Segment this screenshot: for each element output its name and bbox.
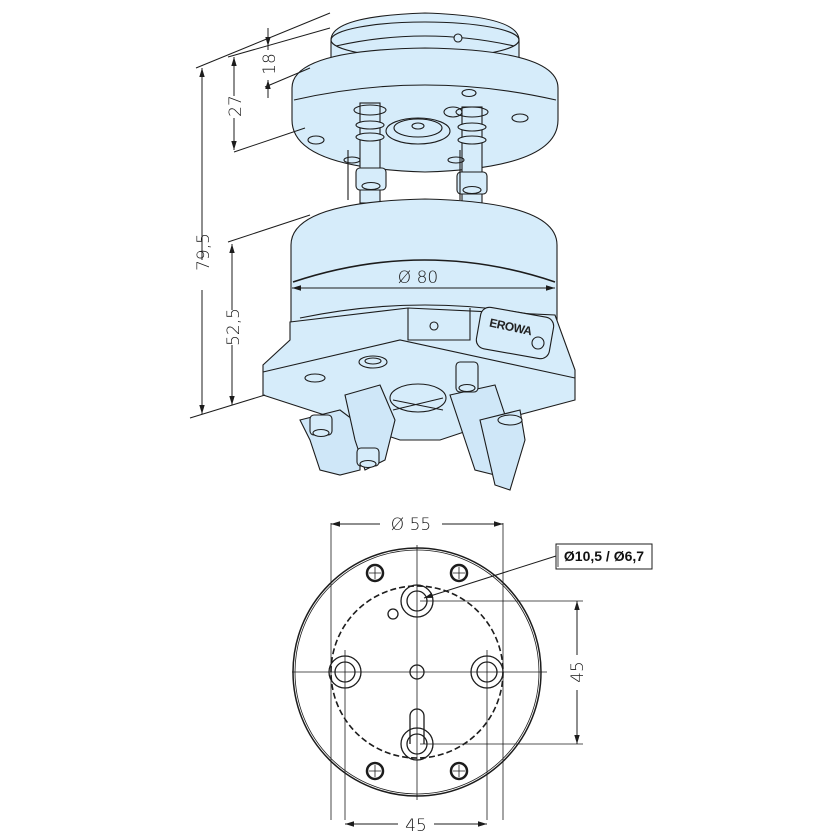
isometric-dimensions [189,12,555,419]
chuck-base: EROWA [262,306,576,491]
top-spigot [330,12,520,59]
dim-bolt-circle-diameter: Ø 55 [391,515,431,535]
hole-callout: Ø10,5 / Ø6,7 [555,543,653,570]
erowa-logo-plate [475,306,555,360]
top-flange [291,47,559,173]
dim-vertical-spacing: 45 [568,661,588,683]
corner-holes [365,563,469,781]
dim-total-height: 79,5 [194,233,214,271]
dim-chuck-height: 52,5 [224,308,244,346]
isometric-view: EROWA [262,12,576,491]
dim-chuck-diameter: Ø 80 [398,268,438,288]
plan-view [292,521,583,827]
chuck-body [290,198,558,331]
hole-callout-text: Ø10,5 / Ø6,7 [564,548,644,564]
dim-horizontal-spacing: 45 [405,816,427,836]
connecting-pins [343,102,489,204]
plan-dimensions [331,521,580,827]
main-holes [328,584,504,761]
dim-top-spigot-height: 18 [260,53,280,75]
dim-top-flange-height: 27 [226,95,246,117]
